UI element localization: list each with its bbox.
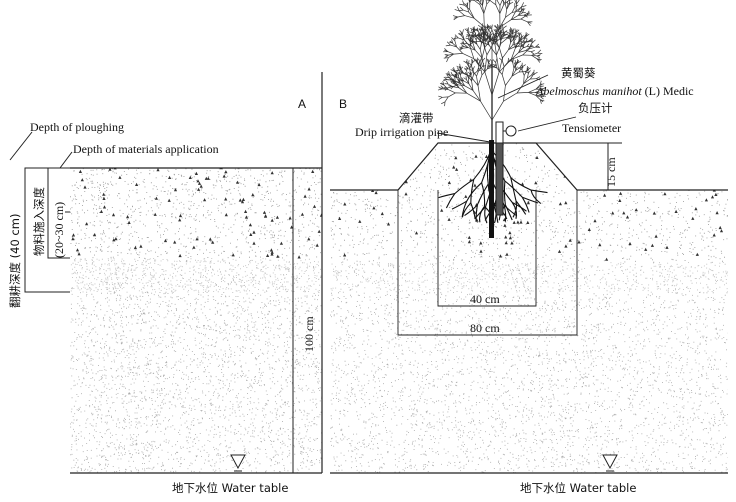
tensiometer-en-label: Tensiometer [562,121,621,135]
soil-texture-right [330,143,728,473]
drip-en-label: Drip irrigation pipe [355,125,448,139]
water-table-icon-right [602,454,618,472]
width-inner-label: 40 cm [470,292,500,306]
depth-100-label: 100 cm [302,316,316,352]
ploughing-depth-label: Depth of ploughing [30,120,124,134]
drip-irrigation-pipe [489,140,494,238]
ridge-height-label: 15 cm [604,157,618,187]
soil-texture-left [70,168,322,473]
width-outer-label: 80 cm [470,321,500,335]
water-table-label-left: 地下水位 Water table [172,481,288,495]
water-table-icon-left [230,454,246,472]
tensiometer [495,121,517,216]
water-table-label-right: 地下水位 Water table [520,481,636,495]
plant-illustration [437,0,547,150]
drip-cn-label: 滴灌带 [399,111,434,125]
plant-species-label: Abelmoschus manihot (L) Medic [535,84,694,98]
tensiometer-cn-label: 负压计 [578,101,613,115]
cn-materials-depth-label: 物料施入深度 [32,187,46,256]
materials-range-label: (20~30 cm) [52,202,66,258]
left-profile-outline [9,72,323,474]
plant-cn-label: 黄蜀葵 [561,66,596,80]
right-callouts [436,74,577,143]
panel-label-a: A [298,97,306,111]
right-profile-outline [330,142,728,474]
cn-ploughing-depth-label: 翻耕深度 (40 cm) [8,214,22,308]
materials-depth-label: Depth of materials application [73,142,219,156]
panel-label-b: B [339,97,347,111]
